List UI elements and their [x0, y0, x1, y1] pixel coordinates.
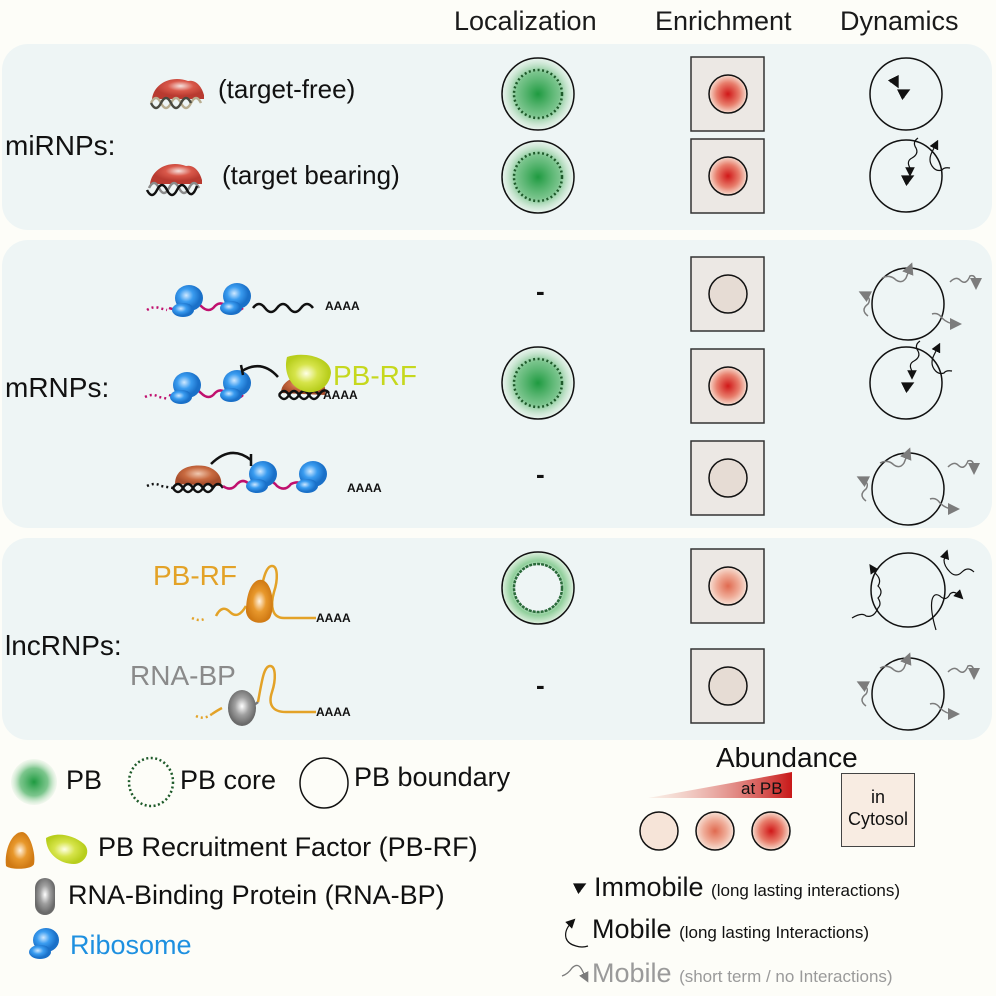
- lncrnp-label: lncRNPs:: [5, 630, 122, 661]
- enrichment-low-2: [690, 440, 765, 516]
- immobile-label: Immobile (long lasting interactions): [594, 872, 900, 903]
- dynamics-immobile-1: [869, 57, 943, 131]
- mobile-short-icon: [561, 964, 589, 983]
- mrnp-pbrf-bound-icon: AAAA: [144, 354, 358, 404]
- mrnp-pbrf-caption: PB-RF: [333, 360, 417, 391]
- legend-ribosome-label: Ribosome: [70, 930, 192, 960]
- legend-pbrf-icon: [5, 832, 88, 869]
- lncrnp-rnabp-caption: RNA-BP: [130, 660, 236, 691]
- enrichment-high-3: [690, 348, 765, 424]
- svg-text:AAAA: AAAA: [316, 705, 351, 719]
- polya-tail: AAAA: [325, 299, 360, 313]
- localization-none-2: -: [536, 459, 545, 489]
- header-localization: Localization: [454, 6, 597, 36]
- enrichment-low-3: [690, 648, 765, 724]
- dynamics-mixed-2: [869, 340, 953, 420]
- localization-pb-core-1: [501, 57, 575, 131]
- mirnp-label: miRNPs:: [5, 130, 116, 161]
- mirnp-target-bearing-caption: (target bearing): [222, 160, 400, 190]
- header-dynamics: Dynamics: [840, 6, 959, 36]
- legend-ribosome-icon: [29, 928, 59, 959]
- dynamics-mobile-short-1: [858, 262, 982, 341]
- localization-pb-boundary: [501, 551, 575, 625]
- lncrnp-panel: [2, 538, 992, 740]
- mrnp-repressed-icon: AAAA: [146, 451, 382, 495]
- mirnp-target-bearing-icon: [145, 164, 202, 197]
- abundance-at-pb: at PB: [741, 779, 783, 798]
- mobile-long-label: Mobile (long lasting Interactions): [592, 914, 869, 945]
- svg-text:AAAA: AAAA: [347, 481, 382, 495]
- mobile-long-icon: [565, 918, 589, 948]
- mrnp-panel: [2, 240, 992, 528]
- lncrnp-pbrf-icon: AAAA: [191, 564, 351, 625]
- legend-rnabp-icon: [35, 878, 55, 915]
- localization-none-1: -: [536, 276, 545, 306]
- in-cytosol-box: in Cytosol: [841, 773, 915, 847]
- localization-none-3: -: [536, 670, 545, 700]
- mirnp-target-free-icon: [149, 79, 204, 110]
- legend-pb-core-label: PB core: [180, 765, 277, 795]
- immobile-note: (long lasting interactions): [711, 881, 901, 900]
- localization-pb-core-2: [501, 140, 575, 214]
- abundance-medium-circle: [695, 811, 735, 851]
- enrichment-medium-1: [690, 548, 765, 624]
- mobile-short-text: Mobile: [592, 958, 672, 988]
- dynamics-mixed-1: [869, 137, 951, 213]
- abundance-wedge: [648, 772, 792, 798]
- legend-pb-icon: [11, 759, 57, 805]
- mrnp-translating-icon: AAAA: [146, 283, 360, 317]
- immobile-icon: [572, 883, 587, 895]
- mobile-long-text: Mobile: [592, 914, 672, 944]
- legend-pb-boundary-label: PB boundary: [354, 762, 511, 792]
- legend-pbrf-label: PB Recruitment Factor (PB-RF): [98, 832, 478, 862]
- enrichment-low-1: [690, 256, 765, 332]
- in-cytosol-line1: in: [870, 787, 885, 807]
- in-cytosol-line2: Cytosol: [847, 809, 909, 829]
- svg-text:AAAA: AAAA: [316, 611, 351, 625]
- lncrnp-rnabp-icon: AAAA: [195, 664, 351, 726]
- dynamics-mobile-short-3: [856, 652, 980, 731]
- dynamics-mobile-short-2: [856, 447, 980, 526]
- dynamics-mobile-long: [851, 549, 975, 631]
- mirnp-panel: [2, 44, 992, 230]
- svg-text:AAAA: AAAA: [323, 388, 358, 402]
- enrichment-high-2: [690, 138, 765, 214]
- header-enrichment: Enrichment: [655, 6, 792, 36]
- immobile-text: Immobile: [594, 872, 704, 902]
- mirnp-target-free-caption: (target-free): [218, 74, 356, 104]
- enrichment-high-1: [690, 56, 765, 132]
- legend-rnabp-label: RNA-Binding Protein (RNA-BP): [68, 880, 445, 910]
- abundance-low-circle: [639, 811, 679, 851]
- lncrnp-pbrf-caption: PB-RF: [153, 560, 237, 591]
- mobile-short-note: (short term / no Interactions): [679, 967, 893, 986]
- legend-pb-core-icon: [127, 756, 175, 808]
- mobile-short-label: Mobile (short term / no Interactions): [592, 958, 893, 989]
- mrnp-label: mRNPs:: [5, 372, 110, 403]
- localization-pb-core-3: [501, 346, 575, 420]
- abundance-title: Abundance: [716, 742, 858, 773]
- abundance-high-circle: [751, 811, 791, 851]
- mobile-long-note: (long lasting Interactions): [679, 923, 869, 942]
- legend-pb-label: PB: [66, 765, 103, 795]
- legend-pb-boundary-icon: [299, 757, 349, 809]
